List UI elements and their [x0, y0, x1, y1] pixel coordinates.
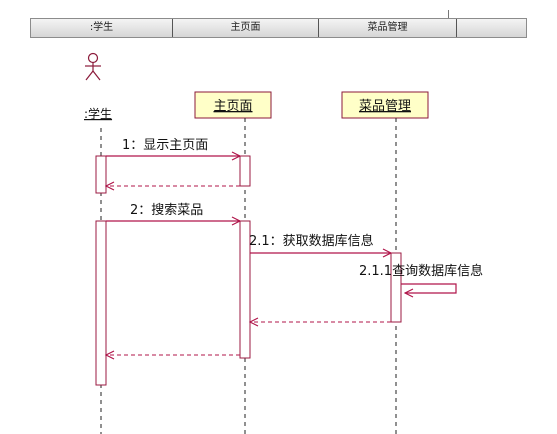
dish-management-activation [390, 252, 402, 323]
message-2-label: 2：搜索菜品 [130, 203, 203, 218]
message-1-label: 1：显示主页面 [122, 138, 208, 153]
message-2-1-1-label: 2.1.1查询数据库信息 [359, 263, 483, 279]
dish-management-lifeline-label: 菜品管理 [359, 99, 411, 114]
homepage-activation-2 [239, 220, 251, 359]
homepage-activation-1 [239, 155, 251, 187]
dish-management-lifeline-box[interactable]: 菜品管理 [341, 91, 429, 119]
student-activation-1 [95, 155, 107, 194]
header-column-dish-management[interactable]: 菜品管理 [319, 19, 457, 37]
header-column-homepage[interactable]: 主页面 [173, 19, 319, 37]
message-2-1-label: 2.1：获取数据库信息 [249, 233, 374, 249]
header-column-student[interactable]: :学生 [31, 19, 173, 37]
message-2-1-1-self-arrow[interactable] [401, 283, 457, 293]
homepage-lifeline-box[interactable]: 主页面 [194, 91, 272, 119]
header-divider [448, 10, 449, 18]
student-activation-2 [95, 220, 107, 386]
student-actor-icon[interactable] [85, 52, 101, 81]
diagram-header-bar: :学生 主页面 菜品管理 [30, 18, 527, 38]
homepage-lifeline-label: 主页面 [213, 99, 252, 114]
student-actor-label[interactable]: :学生 [84, 106, 112, 121]
